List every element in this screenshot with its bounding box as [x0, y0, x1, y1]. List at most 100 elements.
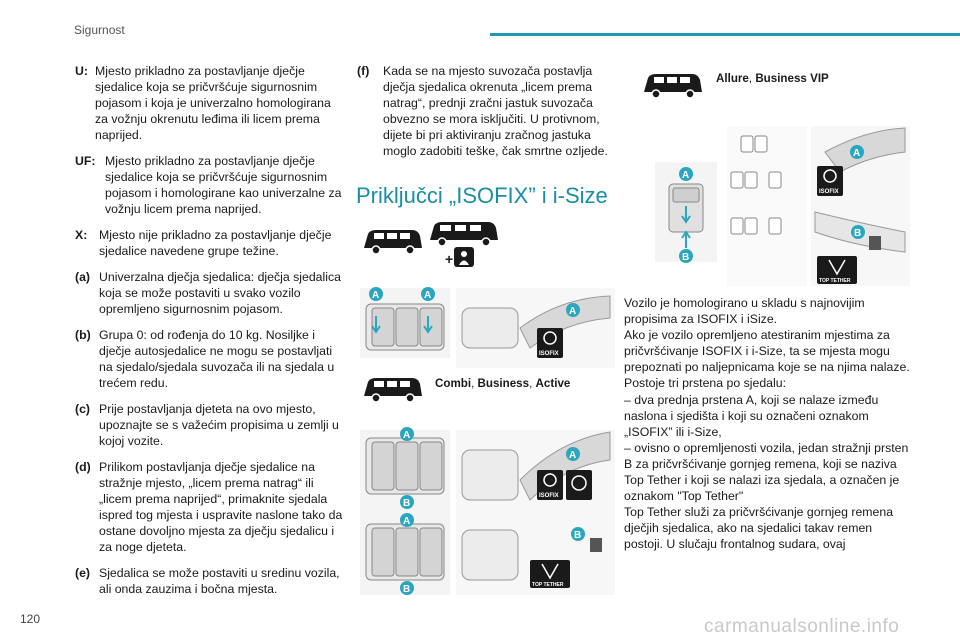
front-isofix-figure: A A A ISOFIX — [360, 287, 615, 368]
anchor-a-badge — [566, 447, 580, 461]
legend-entry-e: (e) Sjedalica se može postaviti u sredin… — [75, 565, 343, 597]
body-paragraph: – ovisno o opremljenosti vozila, jedan s… — [624, 440, 909, 504]
anchor-b-badge — [400, 581, 414, 595]
body-paragraph: Vozilo je homologirano u skladu s najnov… — [624, 296, 865, 327]
legend-label: (c) — [75, 402, 91, 416]
top-tether-label: TOP TETHER — [819, 278, 851, 284]
tether-anchor-icon — [590, 538, 602, 552]
anchor-a-label: A — [853, 148, 860, 159]
variant-combi: Combi — [435, 377, 472, 390]
combi-isofix-figure: A B A B A ISOFIX B TOP TETHER — [360, 427, 615, 595]
allure-variant-label: Allure, Business VIP — [716, 72, 829, 85]
legend-text: Mjesto nije prikladno za postavljanje dj… — [99, 228, 332, 258]
body-paragraph: Top Tether služi za pričvršćivanje gornj… — [624, 505, 894, 552]
legend-label: (b) — [75, 328, 91, 342]
anchor-b-badge — [679, 249, 693, 263]
anchor-b-badge — [851, 225, 865, 239]
legend-label: (a) — [75, 270, 91, 284]
legend-label: U: — [75, 64, 88, 78]
anchor-a-label: A — [403, 430, 410, 441]
anchor-a-label: A — [372, 290, 379, 301]
legend-label: (d) — [75, 460, 91, 474]
legend-label: UF: — [75, 154, 96, 168]
legend-label: (e) — [75, 566, 91, 580]
header-title: Sigurnost — [74, 23, 125, 37]
legend-text: Kada se na mjesto suvozača postavlja dje… — [383, 64, 608, 158]
isofix-sticker-label: ISOFIX — [539, 493, 559, 499]
variant-business-vip: Business VIP — [755, 72, 829, 85]
legend-entry-a: (a) Univerzalna dječja sjedalica: dječja… — [75, 269, 343, 317]
anchor-a-badge — [400, 427, 414, 441]
top-tether-sticker-icon: TOP TETHER — [817, 256, 857, 284]
legend-text: Mjesto prikladno za postavljanje dječje … — [105, 154, 342, 216]
top-tether-sticker-icon: TOP TETHER — [530, 560, 570, 588]
legend-text: Univerzalna dječja sjedalica: dječja sje… — [99, 270, 341, 316]
isofix-sticker-icon: ISOFIX — [817, 166, 843, 196]
anchor-a-label: A — [569, 306, 576, 317]
anchor-a-badge — [566, 303, 580, 317]
section-title: Priključci „ISOFIX” i i-Size — [356, 183, 608, 208]
anchor-a-badge — [421, 287, 435, 301]
legend-text: Mjesto prikladno za postavljanje dječje … — [95, 64, 331, 142]
anchor-a-badge — [369, 287, 383, 301]
van-icon — [364, 378, 422, 403]
body-paragraph: Ako je vozilo opremljeno atestiranim mje… — [624, 328, 910, 375]
legend-column-2: (f) Kada se na mjesto suvozača postavlja… — [357, 63, 609, 169]
isofix-sticker-label: ISOFIX — [819, 189, 839, 195]
legend-text: Prije postavljanja djeteta na ovo mjesto… — [99, 402, 339, 448]
variant-business: Business — [477, 377, 530, 390]
legend-entry-d: (d) Prilikom postavljanja dječje sjedali… — [75, 459, 343, 555]
van-icon — [644, 74, 702, 99]
body-paragraph: Postoje tri prstena po sjedalu: — [624, 376, 787, 391]
watermark: carmanualsonline.info — [704, 616, 900, 637]
legend-entry-uf: UF: Mjesto prikladno za postavljanje dje… — [75, 153, 343, 217]
plus-sign: + — [445, 251, 453, 267]
anchor-a-badge — [679, 167, 693, 181]
top-tether-label: TOP TETHER — [532, 582, 564, 588]
anchor-a-label: A — [569, 450, 576, 461]
anchor-a-label: A — [682, 170, 689, 181]
variant-active: Active — [535, 377, 571, 390]
anchor-b-label: B — [403, 498, 410, 509]
variant-allure: Allure — [716, 72, 749, 85]
anchor-a-label: A — [403, 516, 410, 527]
anchor-a-badge — [400, 513, 414, 527]
legend-label: (f) — [357, 64, 370, 78]
legend-label: X: — [75, 228, 88, 242]
anchor-a-badge — [850, 145, 864, 159]
anchor-b-label: B — [403, 584, 410, 595]
anchor-b-label: B — [574, 530, 581, 541]
isize-sticker-icon — [566, 470, 592, 500]
isofix-description: Vozilo je homologirano u skladu s najnov… — [624, 295, 914, 553]
legend-text: Grupa 0: od rođenja do 10 kg. Nosiljke i… — [99, 328, 335, 390]
seat-layout-diagram — [727, 126, 807, 286]
van-long-icon — [430, 222, 498, 247]
combi-variant-label: Combi, Business, Active — [435, 377, 570, 390]
body-paragraph: – dva prednja prstena A, koji se nalaze … — [624, 392, 879, 439]
legend-entry-f: (f) Kada se na mjesto suvozača postavlja… — [357, 63, 609, 159]
variant-separator: , — [471, 377, 478, 390]
legend-column: U: Mjesto prikladno za postavljanje dječ… — [75, 63, 343, 607]
anchor-b-badge — [571, 527, 585, 541]
legend-entry-u: U: Mjesto prikladno za postavljanje dječ… — [75, 63, 343, 143]
header-accent-bar — [490, 33, 960, 36]
page-number: 120 — [20, 612, 41, 626]
vehicle-variants-figure: + — [364, 222, 498, 267]
legend-entry-c: (c) Prije postavljanja djeteta na ovo mj… — [75, 401, 343, 449]
legend-entry-x: X: Mjesto nije prikladno za postavljanje… — [75, 227, 343, 259]
child-seat-icon — [454, 247, 474, 267]
anchor-b-badge — [400, 495, 414, 509]
anchor-b-label: B — [854, 228, 861, 239]
variant-separator: , — [748, 72, 756, 85]
legend-entry-b: (b) Grupa 0: od rođenja do 10 kg. Nosilj… — [75, 327, 343, 391]
isofix-sticker-icon: ISOFIX — [537, 328, 563, 358]
anchor-a-label: A — [424, 290, 431, 301]
tether-anchor-icon — [869, 236, 881, 250]
isofix-sticker-label: ISOFIX — [539, 351, 559, 357]
van-icon — [364, 230, 422, 255]
legend-text: Prilikom postavljanja dječje sjedalice n… — [99, 460, 343, 554]
legend-text: Sjedalica se može postaviti u sredinu vo… — [99, 566, 340, 596]
isofix-sticker-icon: ISOFIX — [537, 470, 563, 500]
allure-isofix-figure: A B A ISOFIX B TOP TETHER — [655, 126, 910, 286]
anchor-b-label: B — [682, 252, 689, 263]
